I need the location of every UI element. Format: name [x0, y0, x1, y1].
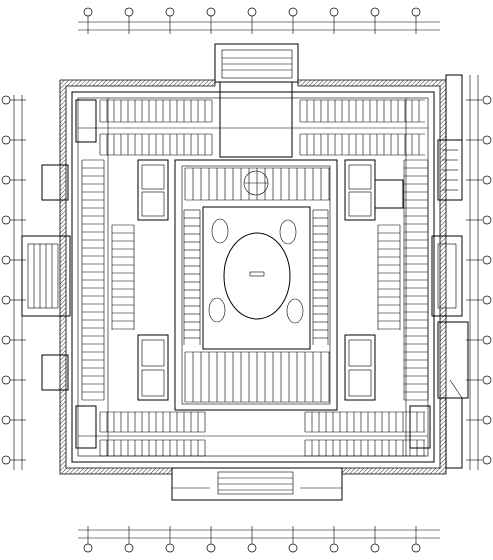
top-right-lane: [445, 74, 463, 469]
grid-bubble: [288, 7, 298, 17]
grid-bubble: [206, 543, 216, 553]
grid-bubble: [411, 543, 421, 553]
north-entrance: [214, 43, 299, 158]
grid-bubble: [165, 543, 175, 553]
grid-bubble: [124, 7, 134, 17]
grid-bubble: [411, 7, 421, 17]
grid-bubble: [482, 415, 492, 425]
grid-bubble: [482, 295, 492, 305]
grid-bubble: [1, 415, 11, 425]
grid-bubble: [482, 255, 492, 265]
left-dimension-line: [1, 95, 26, 470]
grid-bubble: [1, 295, 11, 305]
ramp-circle: [243, 170, 269, 196]
grid-bubble: [482, 335, 492, 345]
grid-bubble: [288, 543, 298, 553]
grid-bubble: [206, 7, 216, 17]
grid-bubble: [482, 135, 492, 145]
grid-bubble: [482, 375, 492, 385]
grid-bubble: [329, 7, 339, 17]
grid-bubble: [1, 95, 11, 105]
grid-bubble: [1, 175, 11, 185]
grid-bubble: [370, 543, 380, 553]
grid-bubble: [1, 455, 11, 465]
parking-stalls: [78, 98, 429, 457]
grid-bubble: [482, 215, 492, 225]
inner-ring: [174, 159, 338, 411]
top-dimension-line: [78, 7, 440, 34]
grid-bubble: [329, 543, 339, 553]
east-entrance: [431, 235, 469, 399]
grid-bubble: [83, 543, 93, 553]
grid-bubble: [165, 7, 175, 17]
grid-bubble: [1, 215, 11, 225]
grid-bubble: [1, 255, 11, 265]
right-dimension-line: [466, 75, 492, 470]
grid-bubble: [1, 375, 11, 385]
grid-bubble: [247, 7, 257, 17]
central-courtyard: [202, 206, 311, 350]
grid-bubble: [482, 175, 492, 185]
grid-bubble: [83, 7, 93, 17]
bottom-dimension-line: [78, 526, 440, 553]
south-entrance: [171, 467, 343, 501]
grid-bubble: [247, 543, 257, 553]
grid-bubble: [370, 7, 380, 17]
grid-bubble: [482, 95, 492, 105]
interior-frame: [71, 91, 435, 463]
grid-bubble: [482, 455, 492, 465]
grid-bubble: [1, 135, 11, 145]
grid-bubble: [1, 335, 11, 345]
west-entrance: [21, 235, 71, 317]
grid-bubble: [124, 543, 134, 553]
outer-wall: [59, 79, 447, 475]
core-rooms: [75, 99, 431, 449]
